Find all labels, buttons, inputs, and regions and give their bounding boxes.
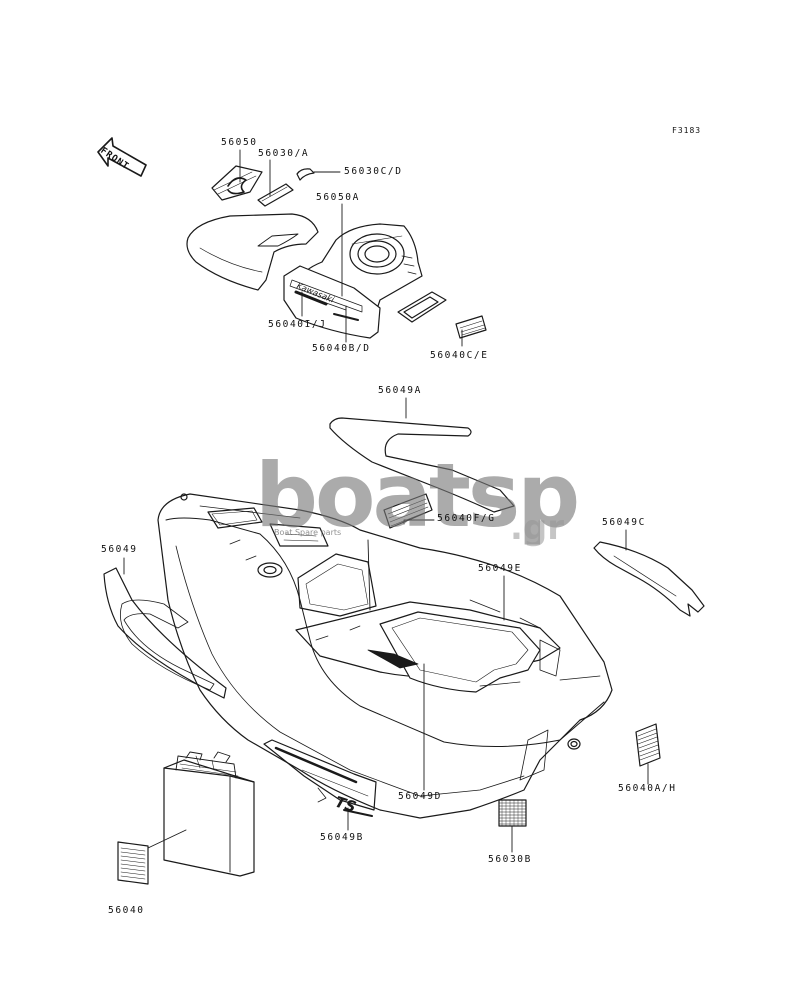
stripe-56049 xyxy=(103,567,227,699)
label-56040 xyxy=(117,841,149,885)
part-label-56040b-d: 56040B/D xyxy=(312,343,371,354)
part-label-56040: 56040 xyxy=(108,905,145,916)
leader-lines xyxy=(123,149,649,853)
part-label-56030c-d: 56030C/D xyxy=(344,166,403,177)
stripe-56049b: TS xyxy=(263,739,377,817)
label-56040a-h xyxy=(635,723,661,767)
part-label-56049a: 56049A xyxy=(378,385,422,396)
figure-code: F3183 xyxy=(672,126,702,135)
watermark-tagline: Boat Spare parts xyxy=(274,528,342,537)
part-label-56049e: 56049E xyxy=(478,563,522,574)
part-label-56040a-h: 56040A/H xyxy=(618,783,677,794)
battery xyxy=(163,751,255,877)
part-label-56049c: 56049C xyxy=(602,517,646,528)
part-label-56049d: 56049D xyxy=(398,791,442,802)
vent-plate-56040c-e xyxy=(397,291,487,339)
label-56030b xyxy=(498,799,527,827)
front-arrow-icon xyxy=(97,137,147,177)
label-56040f-g xyxy=(383,493,433,529)
part-label-56040f-g: 56040F/G xyxy=(437,513,496,524)
part-label-56040i-j: 56040I/J xyxy=(268,319,327,330)
seat xyxy=(186,213,319,291)
watermark-main: boatsp xyxy=(255,444,580,547)
decal-56030c-d xyxy=(296,168,315,181)
part-label-56040c-e: 56040C/E xyxy=(430,350,489,361)
model-decal-text: TS xyxy=(333,793,359,817)
part-label-56049: 56049 xyxy=(101,544,138,555)
part-label-56049b: 56049B xyxy=(320,832,364,843)
watermark-suffix: .gr xyxy=(510,508,565,548)
stripe-56049c xyxy=(593,541,705,617)
jet-ski-hull xyxy=(157,493,613,819)
part-label-56030-a: 56030/A xyxy=(258,148,310,159)
decal-56050 xyxy=(211,165,263,201)
part-label-56030b: 56030B xyxy=(488,854,532,865)
stripe-56049a xyxy=(329,417,515,513)
part-label-56050: 56050 xyxy=(221,137,258,148)
part-label-56050a: 56050A xyxy=(316,192,360,203)
decal-56030-a xyxy=(257,183,294,207)
